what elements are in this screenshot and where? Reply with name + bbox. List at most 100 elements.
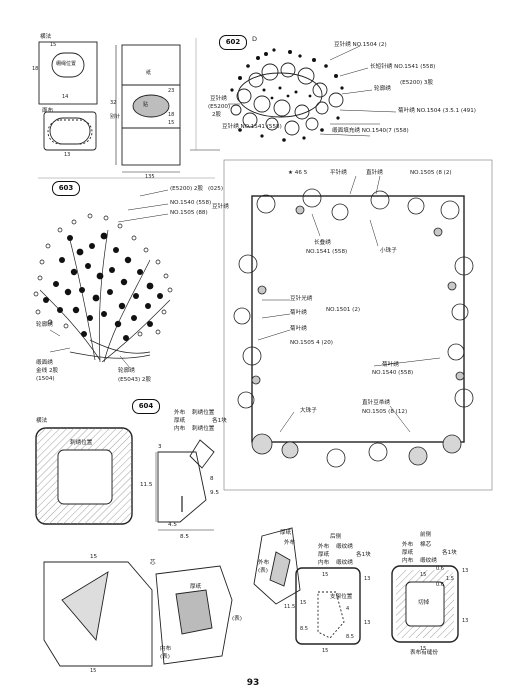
- frame-note-br2: NO.1505 (8 (12): [362, 409, 408, 415]
- frame-note-br1: 直针豆帚绣: [362, 400, 390, 406]
- s602-note-9: 豆针绣 NO.1541 (558): [222, 124, 282, 130]
- s604-dim: 0.6: [436, 582, 444, 588]
- s604-dim: 15: [90, 668, 97, 674]
- s602-label-bie: 别针: [110, 114, 121, 120]
- s602-dim: 15: [168, 120, 175, 126]
- s604-assembly-left: [43, 561, 153, 667]
- s603-note-b5: 轮廓绣: [118, 368, 135, 374]
- s602-side-panel: [43, 111, 97, 151]
- frame-note-m3: NO.1501 (2): [326, 307, 361, 313]
- frame-note-c3: 小珠子: [380, 248, 397, 254]
- s604-label-front: 前侧: [420, 532, 432, 538]
- s604-label-hou-w5: 缎纹绣: [336, 560, 353, 566]
- s602-note-2: 长短针绣 NO.1541 (558): [370, 64, 436, 70]
- s603-note-a5: 豆针绣: [212, 204, 229, 210]
- frame-note-c2: NO.1541 (558): [306, 249, 348, 255]
- badge-604: 604: [132, 399, 160, 414]
- s604-dim: 4.5: [168, 522, 177, 528]
- s604-label-fabric: 表布有缝份: [410, 650, 438, 656]
- s604-label-waibu: 外布: [284, 540, 296, 546]
- s603-note-b3: 金线 2股: [36, 368, 59, 374]
- s602-dim: 32: [110, 100, 117, 106]
- s604-label-anchor: 支架位置: [330, 594, 353, 600]
- frame-note-t3: 直针绣: [366, 170, 383, 176]
- frame-note-m1: 豆针光绣: [290, 296, 313, 302]
- s604-dim: 13: [462, 568, 469, 574]
- s604-label-w2: 厚纸: [174, 418, 186, 424]
- s603-bouquet: [39, 229, 171, 363]
- s603-note-b6: (E5043) 2股: [118, 377, 152, 383]
- s603-note-b1: 轮廓绣: [36, 322, 53, 328]
- frame-note-m4: 菊叶绣: [290, 326, 307, 332]
- s602-note-7: (E5200): [208, 104, 231, 110]
- frame-note-m2: 菊叶绣: [290, 310, 307, 316]
- s602-note-6: 豆针绣: [210, 96, 227, 102]
- s602-note-4: 轮廓绣: [374, 86, 391, 92]
- frame-note-bl: 大珠子: [300, 408, 317, 414]
- s604-label-w5: 各1块: [212, 418, 227, 424]
- s602-label-miankou: 面布: [42, 108, 54, 114]
- s604-label-hengfa: 横法: [36, 418, 48, 424]
- s604-label-f2: 厚纸: [402, 550, 414, 556]
- s604-label-pos: 刺绣位置: [70, 440, 93, 446]
- frame-note-r1: 菊叶绣: [382, 362, 399, 368]
- s602-flower-bouquet: [230, 62, 344, 136]
- s603-note-a3: NO.1540 (558): [170, 200, 212, 206]
- s602-back-panel: [121, 44, 181, 166]
- s604-dim: 13: [364, 620, 371, 626]
- frame-flowers: [233, 188, 474, 468]
- s602-note-8: 2股: [212, 112, 222, 118]
- s604-label-hou-w3: 内布: [318, 560, 330, 566]
- s604-dim: 15: [420, 572, 427, 578]
- s604-dim: 11.5: [140, 482, 153, 488]
- s604-label-f6: 各1块: [442, 550, 457, 556]
- s604-label-f3: 内布: [402, 558, 414, 564]
- s604-label-f4: 棉芯: [420, 542, 432, 548]
- s602-note-3: (E5200) 3股: [400, 80, 434, 86]
- s603-note-b4: (1504): [36, 376, 55, 382]
- s604-label-hou: 后侧: [330, 534, 342, 540]
- s602-label-hengfa: 横法: [40, 34, 52, 40]
- s602-dim: 15: [50, 42, 57, 48]
- s604-label-f5: 缎纹绣: [420, 558, 437, 564]
- s604-label-w4: 刺绣位置: [192, 410, 215, 416]
- s604-label-hou-w2: 厚纸: [318, 552, 330, 558]
- s603-note-a1: (E5200) 2股: [170, 186, 204, 192]
- s604-dim: 13: [462, 618, 469, 624]
- s602-dim: 14: [62, 94, 69, 100]
- s604-dim: 8: [210, 476, 214, 482]
- s604-label-w1: 外布: [174, 410, 186, 416]
- s604-label-neibu: 内布: [160, 646, 172, 652]
- frame-note-c1: 长叠绣: [314, 240, 331, 246]
- s602-dim: 13: [64, 152, 71, 158]
- s604-dim: 13: [364, 576, 371, 582]
- s604-label-core: 芯: [150, 560, 156, 566]
- s604-label-f1: 外布: [402, 542, 414, 548]
- frame-note-r2: NO.1540 (558): [372, 370, 414, 376]
- s604-dim: 8.5: [346, 634, 354, 640]
- s604-label-biao2: (表): [258, 568, 268, 574]
- s604-dim: 8.5: [180, 534, 189, 540]
- s602-label-tie: 贴: [143, 102, 149, 108]
- s602-dim: 23: [168, 88, 175, 94]
- s604-stand: [253, 527, 301, 605]
- frame-border: [251, 195, 465, 443]
- s604-dim: 15: [300, 600, 307, 606]
- s604-dim: 0.6: [436, 566, 444, 572]
- frame-note-t4: NO.1505 (8 (2): [410, 170, 452, 176]
- s604-label-w3: 内布: [174, 426, 186, 432]
- frame-note-t2: 平针绣: [330, 170, 347, 176]
- s604-label-w6: 刺绣位置: [192, 426, 215, 432]
- badge-603: 603: [52, 181, 80, 196]
- s604-label-waibu2: 外布: [258, 560, 270, 566]
- page-number: 93: [246, 678, 260, 688]
- s602-dim: 18: [168, 112, 175, 118]
- s602-note-5: 菊叶绣 NO.1504 (3.5.1 (491): [398, 108, 476, 114]
- s604-front-side: [391, 565, 459, 643]
- s602-letter: D: [252, 35, 258, 43]
- s602-note-10: 缎面填充绣 NO.1540(7 (558): [332, 128, 409, 134]
- s604-dim: 3: [158, 444, 162, 450]
- frame-note-m5: NO.1505 4 (20): [290, 340, 333, 346]
- s604-dim: 1.5: [446, 576, 454, 582]
- badge-602: 602: [219, 35, 247, 50]
